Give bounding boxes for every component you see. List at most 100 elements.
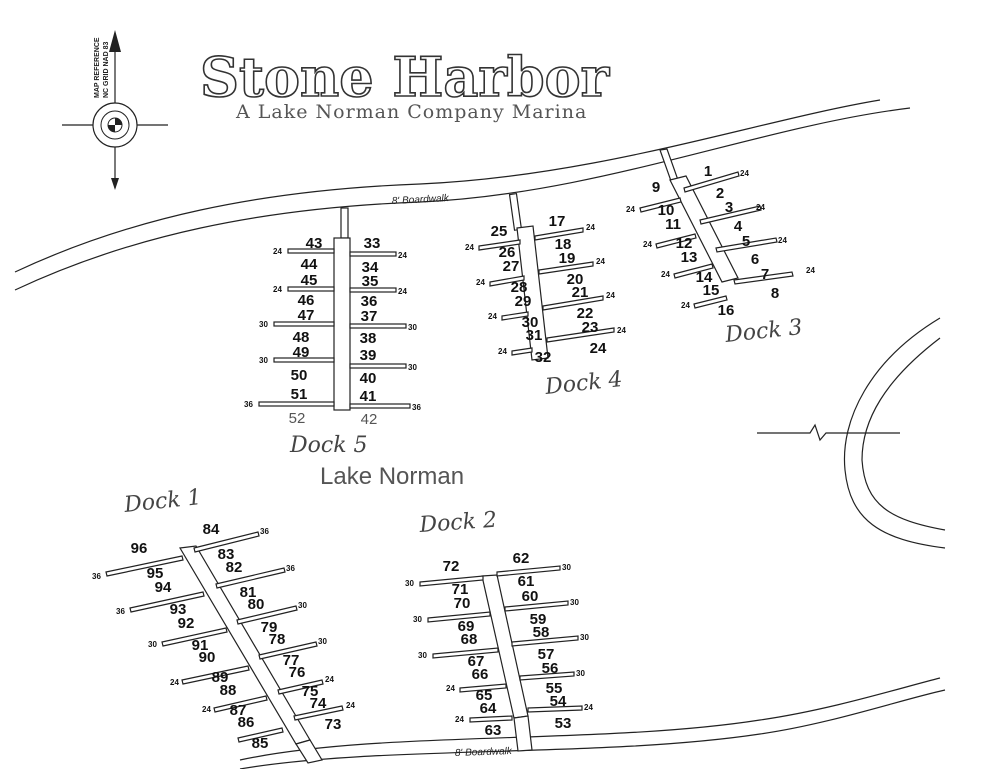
slip-88: 88	[220, 682, 237, 699]
slip-89: 89	[212, 669, 229, 686]
slip-4: 4	[734, 218, 743, 235]
slip-92: 92	[178, 615, 195, 632]
slip-14: 14	[696, 269, 713, 286]
dock-5-label: Dock 5	[289, 433, 368, 458]
slip-94: 94	[155, 579, 172, 596]
finger-length: 24	[643, 240, 652, 249]
finger-length: 24	[681, 301, 690, 310]
slip-96: 96	[131, 540, 148, 557]
slip-60: 60	[522, 588, 539, 605]
slip-77: 77	[283, 652, 300, 669]
dock-3: 9 1 10 2 11 3 12 4 13 5 14 6 15 7 16 8 2…	[626, 148, 815, 348]
slip-28: 28	[511, 279, 528, 296]
page-subtitle: A Lake Norman Company Marina	[235, 101, 587, 123]
slip-21: 21	[572, 284, 589, 301]
slip-64: 64	[480, 700, 497, 717]
slip-48: 48	[293, 329, 310, 346]
slip-66: 66	[472, 666, 489, 683]
slip-76: 76	[289, 664, 306, 681]
dock-5-connector	[340, 207, 349, 239]
slip-62: 62	[513, 550, 530, 567]
dock-1-label: Dock 1	[122, 485, 203, 518]
slip-46: 46	[298, 292, 315, 309]
slip-22: 22	[577, 305, 594, 322]
dock-3-connector	[659, 148, 679, 182]
dock-3-main-pier	[669, 175, 739, 283]
map-reference-line-1: MAP REFERENCE	[94, 37, 101, 98]
slip-69: 69	[458, 618, 475, 635]
finger-length: 30	[298, 601, 307, 610]
slip-87: 87	[230, 702, 247, 719]
slip-19: 19	[559, 250, 576, 267]
shoreline	[757, 317, 946, 549]
lake-label: Lake Norman	[320, 463, 464, 490]
slip-15: 15	[703, 282, 720, 299]
slip-32: 32	[535, 349, 552, 366]
slip-3: 3	[725, 199, 733, 216]
slip-38: 38	[360, 330, 377, 347]
slip-35: 35	[362, 273, 379, 290]
slip-63: 63	[485, 722, 502, 739]
slip-12: 12	[676, 235, 693, 252]
finger-length: 24	[455, 715, 464, 724]
finger-length: 30	[318, 637, 327, 646]
finger-length: 30	[576, 669, 585, 678]
south-arrow-icon	[111, 178, 119, 190]
slip-54: 54	[550, 693, 567, 710]
slip-6: 6	[751, 251, 759, 268]
slip-84: 84	[203, 521, 220, 538]
finger-length: 24	[446, 684, 455, 693]
map-reference-line-2: NC GRID NAD 83	[103, 41, 110, 98]
bottom-boardwalk: 8' Boardwalk	[239, 677, 946, 769]
slip-11: 11	[665, 216, 681, 233]
finger-length: 24	[398, 287, 407, 296]
slip-93: 93	[170, 601, 187, 618]
slip-13: 13	[681, 249, 698, 266]
finger-length: 36	[244, 400, 253, 409]
slip-95: 95	[147, 565, 164, 582]
slip-2: 2	[716, 185, 724, 202]
finger-length: 24	[626, 205, 635, 214]
slip-72: 72	[443, 558, 460, 575]
slip-79: 79	[261, 619, 278, 636]
dock-2-label: Dock 2	[418, 508, 498, 538]
slip-17: 17	[549, 213, 566, 230]
dock-1: 84 96 83 82 95 94 81 80 93 92 79 78 91 9…	[92, 485, 355, 764]
dock-4-connector	[508, 192, 523, 231]
finger-length: 24	[346, 701, 355, 710]
slip-67: 67	[468, 653, 485, 670]
slip-56: 56	[542, 660, 559, 677]
finger-length: 30	[418, 651, 427, 660]
slip-16: 16	[718, 302, 735, 319]
finger-length: 24	[661, 270, 670, 279]
finger-length: 30	[148, 640, 157, 649]
slip-53: 53	[555, 715, 572, 732]
dock-5: 43 33 44 34 45 35 46 36 47 37 48 38 49 3…	[244, 207, 421, 458]
slip-75: 75	[302, 683, 319, 700]
slip-50: 50	[291, 367, 308, 384]
slip-36: 36	[361, 293, 378, 310]
finger-length: 24	[498, 347, 507, 356]
slip-47: 47	[298, 307, 315, 324]
finger-length: 30	[580, 633, 589, 642]
slip-27: 27	[503, 258, 520, 275]
finger-length: 24	[488, 312, 497, 321]
slip-86: 86	[238, 714, 255, 731]
finger-length: 24	[756, 203, 765, 212]
slip-7: 7	[761, 266, 769, 283]
slip-71: 71	[452, 581, 469, 598]
slip-20: 20	[567, 271, 584, 288]
finger-length: 24	[806, 266, 815, 275]
slip-70: 70	[454, 595, 471, 612]
dock-3-label: Dock 3	[723, 315, 804, 348]
finger-length: 24	[465, 243, 474, 252]
finger-length: 24	[586, 223, 595, 232]
slip-42: 42	[361, 411, 378, 428]
dock-1-connector	[295, 739, 323, 764]
top-boardwalk-label: 8' Boardwalk	[392, 193, 450, 207]
finger-length: 30	[408, 323, 417, 332]
slip-24: 24	[590, 340, 607, 357]
finger-length: 30	[408, 363, 417, 372]
slip-82: 82	[226, 559, 243, 576]
